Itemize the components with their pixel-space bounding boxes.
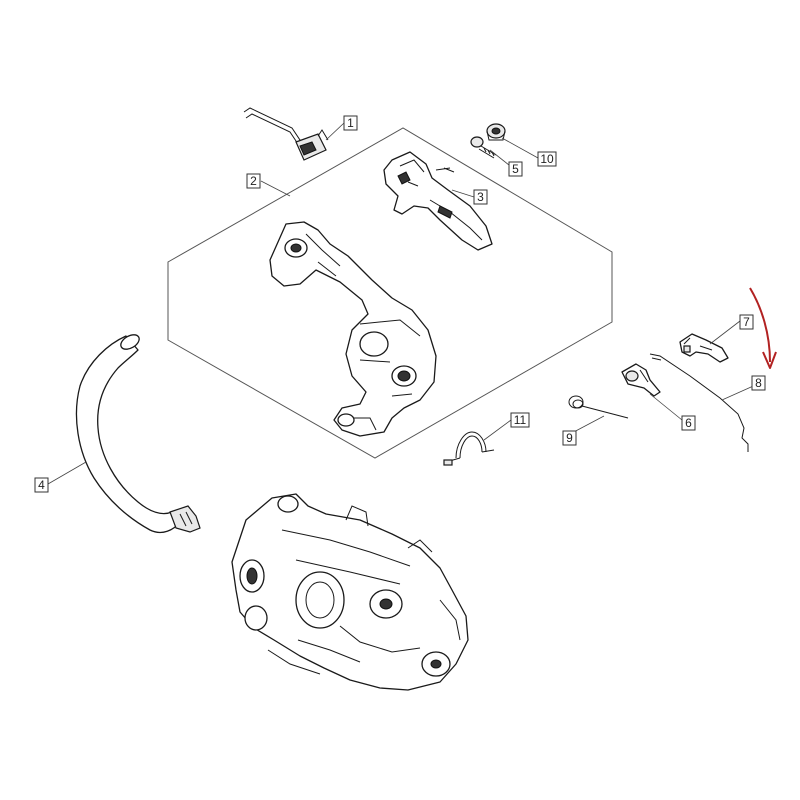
part-10-bushing[interactable] [486,123,506,141]
callout-4[interactable]: 4 [34,477,49,493]
callout-7[interactable]: 7 [739,314,754,330]
callout-8[interactable]: 8 [751,375,766,391]
callout-5[interactable]: 5 [508,161,523,177]
callout-10-label: 10 [540,152,554,166]
callout-11-label: 11 [514,413,527,427]
part-3-handle-cover[interactable] [383,151,493,251]
part-8-rod[interactable] [649,353,749,452]
callout-7-label: 7 [743,315,750,329]
callout-4-label: 4 [38,478,45,492]
callout-10[interactable]: 10 [537,151,557,167]
callout-6[interactable]: 6 [681,415,696,431]
part-1-lever[interactable] [243,107,329,161]
callout-2-label: 2 [250,174,257,188]
callout-3[interactable]: 3 [473,189,488,205]
callout-2[interactable]: 2 [246,173,261,189]
assembly-2-frame [167,127,613,459]
callout-6-label: 6 [685,416,692,430]
callout-9[interactable]: 9 [562,430,577,446]
callout-9-label: 9 [566,431,573,445]
part-6-trigger[interactable] [621,363,661,397]
crankcase [231,493,469,691]
callout-1[interactable]: 1 [343,115,358,131]
part-11-clamp[interactable] [443,431,495,466]
callout-1-label: 1 [347,116,354,130]
part-2-handle-bracket[interactable] [269,221,437,437]
part-7-trigger-lock[interactable] [679,333,729,363]
callout-11[interactable]: 11 [510,412,530,428]
part-5-screw[interactable] [470,136,497,159]
callout-5-label: 5 [512,162,519,176]
part-9-spring[interactable] [568,395,629,419]
callout-3-label: 3 [477,190,484,204]
highlight-arrow [749,287,777,369]
callout-8-label: 8 [755,376,762,390]
part-4-tube[interactable] [75,332,201,534]
